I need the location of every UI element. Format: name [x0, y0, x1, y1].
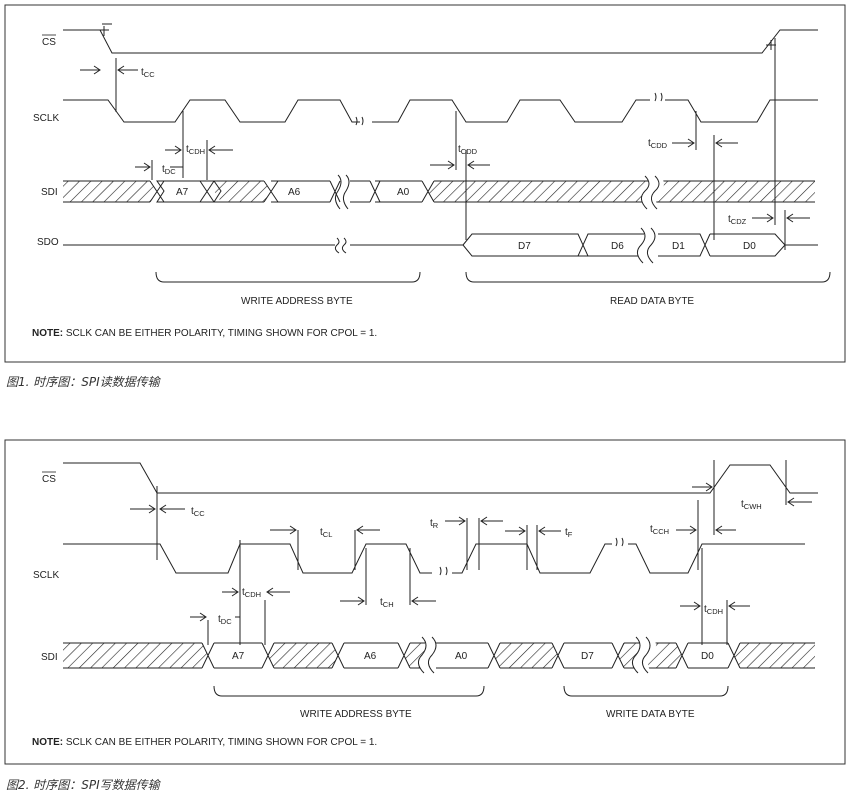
- cs-tick2: [766, 40, 776, 50]
- f2-tcch-label: tCCH: [650, 524, 669, 536]
- f2-tf-arrow-right: [538, 526, 561, 536]
- brace-read-data-label: READ DATA BYTE: [610, 296, 694, 307]
- sdi2-bus: A7 A6 A0 D7 D0: [63, 636, 815, 674]
- f2-brace-write-data: [563, 685, 729, 697]
- f2-tr-label: tR: [430, 518, 439, 530]
- figure1: CS SCLK SDI SDO tCC tCDH: [4, 4, 846, 363]
- cs-tick: [99, 26, 109, 36]
- figure2-caption: 图2. 时序图：SPI写数据传输: [6, 778, 162, 792]
- f2-tcl-label: tCL: [320, 527, 332, 539]
- f2-brace-write-address-label: WRITE ADDRESS BYTE: [300, 709, 412, 720]
- f2-tdc-arrow-left: [190, 612, 207, 622]
- sclk2-break1: [439, 566, 448, 576]
- sdi2-bit-a0: A0: [455, 651, 468, 662]
- tcdh-arrow-right: [208, 145, 233, 155]
- tcdd1-arrow-right: [467, 160, 490, 170]
- sdi2-bit-a6: A6: [364, 651, 377, 662]
- sdi-bit-a6: A6: [288, 187, 301, 198]
- figure2: CS SCLK SDI tCC tCL: [4, 439, 846, 765]
- sdi-label: SDI: [41, 187, 58, 198]
- tcdd2-label: tCDD: [648, 138, 668, 150]
- sdo-bus: D7 D6 D1 D0: [63, 227, 818, 264]
- cs-label: CS: [42, 37, 56, 48]
- tcdz-arrow-right: [786, 213, 810, 223]
- cs-waveform: [63, 29, 818, 54]
- figure1-frame: [4, 4, 846, 363]
- brace-write-address-label: WRITE ADDRESS BYTE: [241, 296, 353, 307]
- cs2-waveform: [63, 462, 818, 494]
- tcdh-label: tCDH: [186, 144, 205, 156]
- f2-tcdh1-arrow-right: [266, 587, 290, 597]
- f2-tch-arrow-right: [411, 596, 436, 606]
- note1: NOTE: SCLK CAN BE EITHER POLARITY, TIMIN…: [32, 328, 377, 339]
- sclk-break2: [654, 92, 663, 102]
- f2-tch-arrow-left: [340, 596, 365, 606]
- f2-tcl-arrow-right: [356, 525, 380, 535]
- tcdh-arrow-left: [165, 145, 182, 155]
- sdo-bit-d6: D6: [611, 241, 624, 252]
- sclk2-waveform: [63, 543, 805, 574]
- f2-tf-label: tF: [565, 527, 573, 539]
- tcdd1-label: tCDD: [458, 144, 478, 156]
- brace-write-address: [155, 271, 421, 283]
- sdi-bit-a0: A0: [397, 187, 410, 198]
- sdi2-label: SDI: [41, 652, 58, 663]
- f2-tcc-arrow-right: [159, 504, 185, 514]
- f2-tcdh2-label: tCDH: [704, 604, 723, 616]
- tcc-label: tCC: [141, 67, 155, 79]
- sdi-break1: [334, 174, 350, 210]
- f2-tcc-arrow-left: [130, 504, 156, 514]
- f2-tcwh-arrow-left: [692, 482, 713, 492]
- figure1-caption: 图1. 时序图：SPI读数据传输: [6, 375, 162, 389]
- f2-tch-label: tCH: [380, 597, 394, 609]
- cs2-label: CS: [42, 474, 56, 485]
- sclk-waveform: [63, 99, 818, 123]
- f2-tcdh1-label: tCDH: [242, 587, 261, 599]
- f2-brace-write-address: [213, 685, 485, 697]
- f2-tr-arrow-left: [445, 516, 466, 526]
- sdi2-bit-d0: D0: [701, 651, 714, 662]
- sclk-label: SCLK: [33, 113, 59, 124]
- sclk-break1: [355, 116, 364, 126]
- tcdd2-arrow-left: [672, 138, 695, 148]
- f2-tf-arrow-left: [505, 526, 526, 536]
- tcdz-label: tCDZ: [728, 214, 747, 226]
- sdo-bit-d1: D1: [672, 241, 685, 252]
- f2-tcl-arrow-left: [270, 525, 297, 535]
- tcdd1-arrow-left: [430, 160, 455, 170]
- sdi-bus: A7 A6 A0: [63, 174, 815, 210]
- f2-brace-write-data-label: WRITE DATA BYTE: [606, 709, 695, 720]
- f2-tcdh2-arrow-left: [680, 601, 701, 611]
- f2-tcc-label: tCC: [191, 506, 205, 518]
- tcc-arrow-right: [117, 65, 138, 75]
- f2-tcwh-arrow-right: [787, 497, 812, 507]
- sdo-bit-d0: D0: [743, 241, 756, 252]
- sdi2-bit-a7: A7: [232, 651, 245, 662]
- tdc-label: tDC: [162, 164, 176, 176]
- brace-read-data: [465, 271, 831, 283]
- sdo-bit-d7: D7: [518, 241, 531, 252]
- f2-tcwh-label: tCWH: [741, 499, 762, 511]
- f2-tcdh1-arrow-left: [222, 587, 239, 597]
- f2-tcch-arrow-right: [715, 525, 736, 535]
- f2-tdc-label: tDC: [218, 614, 232, 626]
- sclk2-label: SCLK: [33, 570, 59, 581]
- tdc-arrow-left: [135, 162, 151, 172]
- sclk2-break2: [615, 537, 624, 547]
- note2: NOTE: SCLK CAN BE EITHER POLARITY, TIMIN…: [32, 737, 377, 748]
- f2-tcdh2-arrow-right: [728, 601, 750, 611]
- f2-tcch-arrow-left: [676, 525, 697, 535]
- sdo-label: SDO: [37, 237, 59, 248]
- figure2-frame: [4, 439, 846, 765]
- tcdd2-arrow-right: [715, 138, 738, 148]
- tcc-arrow-left: [80, 65, 101, 75]
- f2-tr-arrow-right: [480, 516, 503, 526]
- sdi-bit-a7: A7: [176, 187, 189, 198]
- sdi2-bit-d7: D7: [581, 651, 594, 662]
- tcdz-arrow-left: [752, 213, 774, 223]
